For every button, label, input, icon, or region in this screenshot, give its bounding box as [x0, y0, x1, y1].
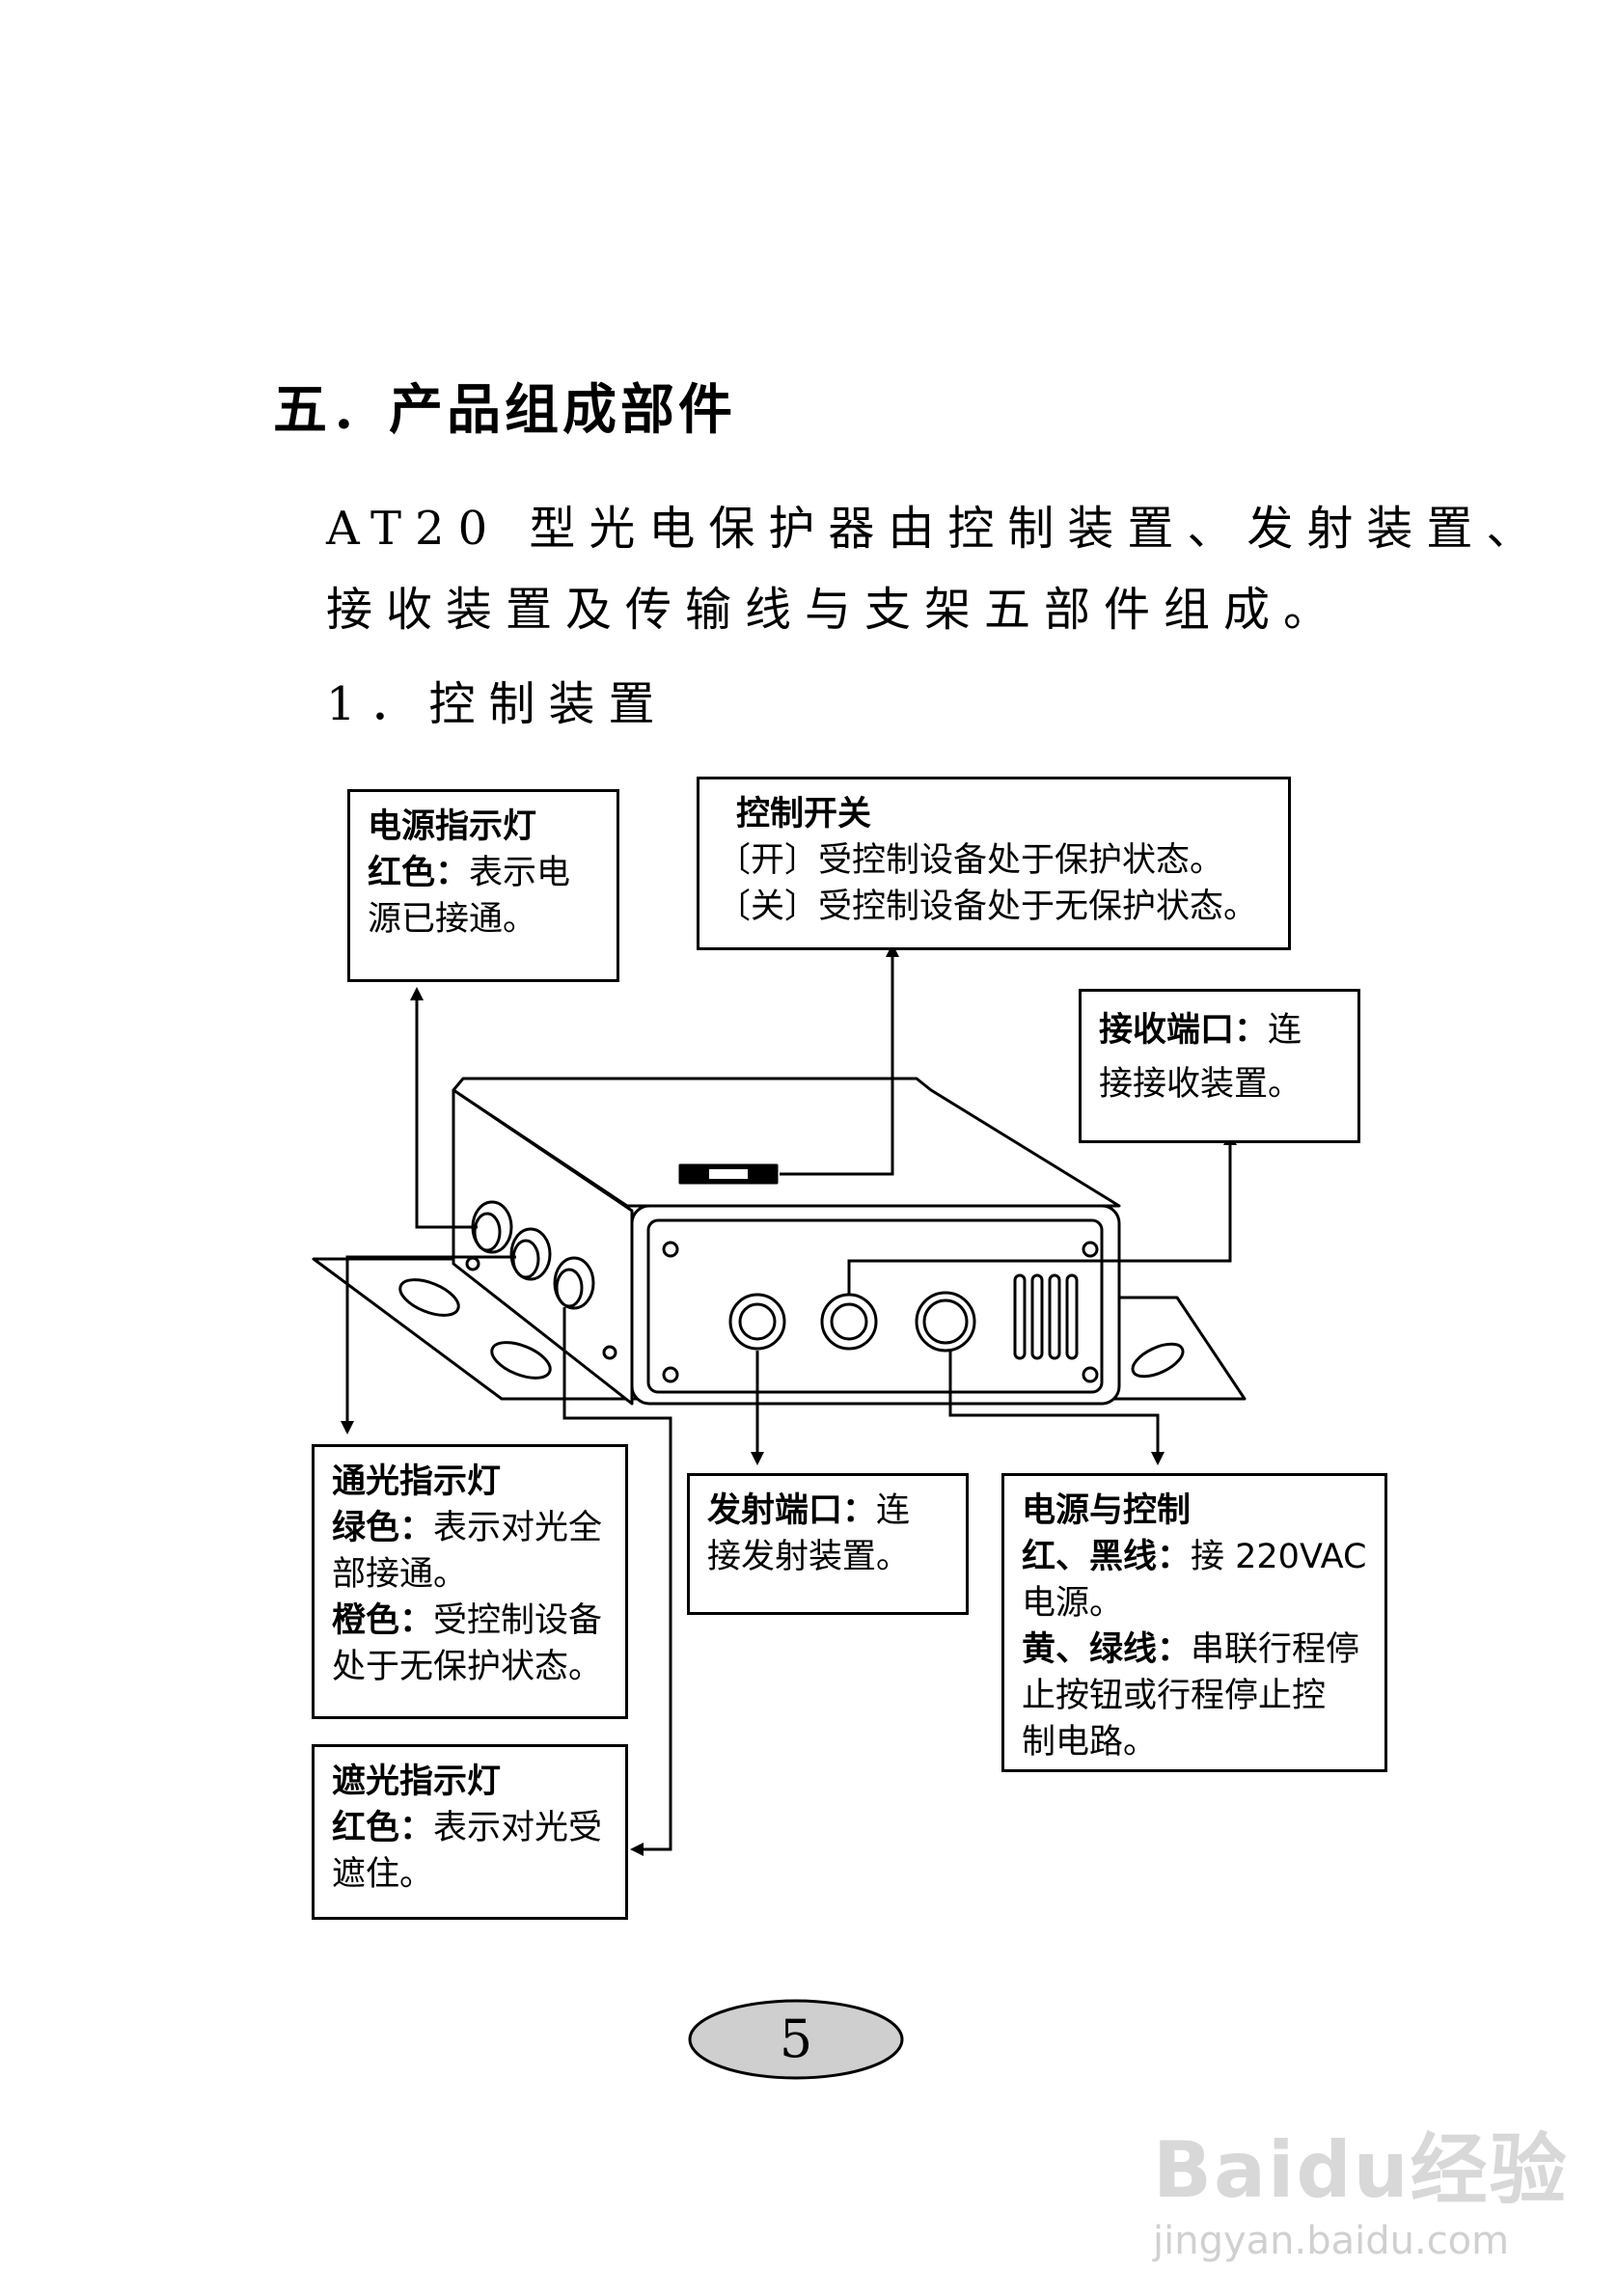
callout-title: 通光指示灯 — [332, 1462, 502, 1501]
watermark-brand: Baidu经验 — [1153, 2125, 1569, 2215]
leader-block-indicator — [562, 1307, 672, 1856]
callout-title: 接收端口： — [1099, 1011, 1269, 1050]
callout-text: 串联行程停 — [1191, 1630, 1360, 1669]
callout-text: 连 — [1268, 1011, 1302, 1050]
callout-title: 电源指示灯 — [368, 807, 537, 846]
callout-text: 电源。 — [1022, 1584, 1124, 1623]
callout-block-light-indicator: 遮光指示灯 红色：表示对光受 遮住。 — [312, 1744, 628, 1920]
callout-text: 遮住。 — [332, 1855, 434, 1894]
callout-text: 源已接通。 — [368, 900, 537, 939]
callout-control-switch: 控制开关 〔开〕受控制设备处于保护状态。 〔关〕受控制设备处于无保护状态。 — [697, 777, 1291, 950]
callout-text: 部接通。 — [332, 1555, 468, 1594]
intro-paragraph-line-2: 接收装置及传输线与支架五部件组成。 — [326, 583, 1344, 637]
color-label: 橙色： — [332, 1601, 434, 1640]
section-title: 五．产品组成部件 — [273, 378, 736, 442]
callout-text: 表示电 — [469, 854, 571, 892]
power-cable-gland-icon — [915, 1291, 976, 1353]
wire-label: 黄、绿线： — [1022, 1630, 1192, 1669]
color-label: 红色： — [332, 1809, 434, 1847]
page-number: 5 — [779, 2009, 813, 2069]
emitter-connector-icon — [728, 1293, 786, 1351]
callout-emitter-port: 发射端口：连 接发射装置。 — [687, 1473, 969, 1615]
callout-text: 〔开〕受控制设备处于保护状态。 — [717, 841, 1224, 880]
watermark-url: jingyan.baidu.com — [1153, 2219, 1510, 2263]
callout-pass-light-indicator: 通光指示灯 绿色：表示对光全 部接通。 橙色：受控制设备 处于无保护状态。 — [312, 1444, 628, 1719]
callout-text: 止按钮或行程停止控 — [1022, 1677, 1327, 1715]
bracket-slot-icon — [1131, 1342, 1185, 1379]
callout-title: 电源与控制 — [1022, 1491, 1192, 1530]
callout-title: 控制开关 — [736, 795, 872, 834]
leader-control-switch — [780, 943, 899, 1176]
leader-power-indicator — [410, 987, 478, 1229]
subheading-control-unit: 1．控制装置 — [326, 677, 669, 731]
wire-label: 红、黑线： — [1022, 1538, 1192, 1576]
callout-text: 接 220VAC — [1191, 1538, 1367, 1576]
color-label: 绿色： — [332, 1509, 434, 1547]
callout-power-control: 电源与控制 红、黑线：接 220VAC 电源。 黄、绿线：串联行程停 止按钮或行… — [1001, 1473, 1387, 1772]
callout-text: 处于无保护状态。 — [332, 1648, 603, 1686]
callout-text: 接接收装置。 — [1099, 1065, 1302, 1104]
callout-text: 受控制设备 — [433, 1601, 603, 1640]
callout-receiver-port: 接收端口：连 接接收装置。 — [1079, 989, 1360, 1143]
leader-power-control — [948, 1351, 1165, 1465]
callout-power-indicator: 电源指示灯 红色：表示电 源已接通。 — [347, 789, 619, 982]
callout-text: 连 — [876, 1491, 911, 1530]
leader-receiver-port — [847, 1132, 1237, 1295]
callout-title: 发射端口： — [707, 1491, 877, 1530]
callout-text: 表示对光全 — [433, 1509, 603, 1547]
color-label: 红色： — [368, 854, 470, 892]
callout-text: 〔关〕受控制设备处于无保护状态。 — [717, 888, 1258, 926]
right-bracket — [1108, 1296, 1247, 1401]
vent-slot — [1013, 1273, 1027, 1360]
intro-paragraph-line-1: AT20 型光电保护器由控制装置、发射装置、 — [326, 502, 1547, 556]
bracket-slot-icon — [490, 1341, 552, 1380]
front-panel — [630, 1204, 1121, 1406]
leader-pass-indicator — [341, 1255, 516, 1435]
bracket-slot-icon — [398, 1278, 460, 1317]
callout-text: 接发射装置。 — [707, 1538, 911, 1576]
callout-title: 遮光指示灯 — [332, 1763, 502, 1801]
page-number-badge — [688, 1999, 904, 2080]
callout-text: 表示对光受 — [433, 1809, 603, 1847]
callout-text: 制电路。 — [1022, 1723, 1158, 1762]
